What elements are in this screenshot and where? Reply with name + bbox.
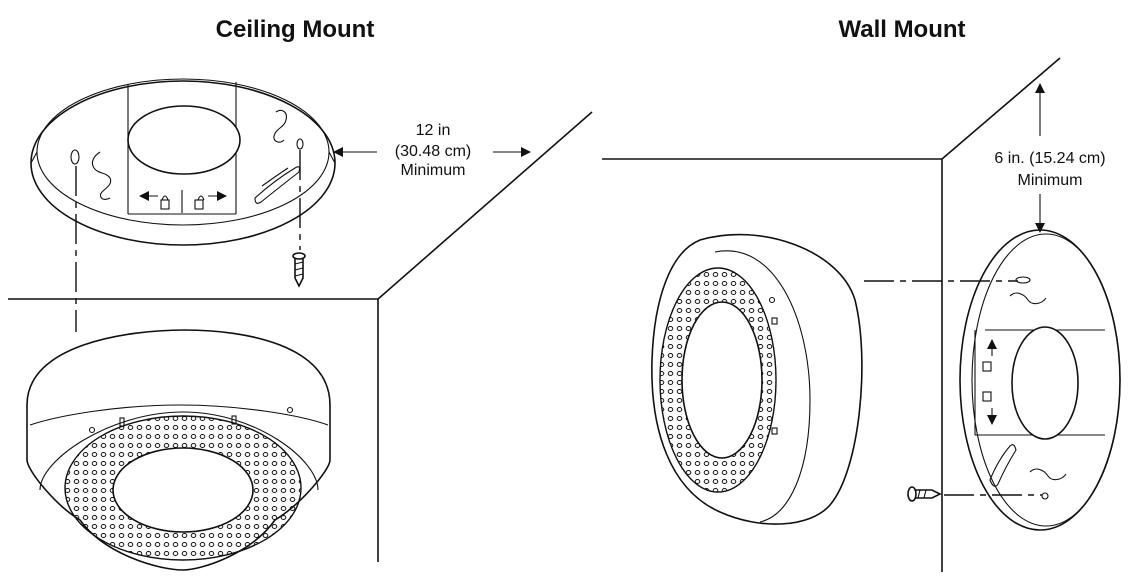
wall-clearance-callout: 6 in. (15.24 cm) Minimum	[994, 83, 1106, 233]
wall-clearance-line-1: 6 in. (15.24 cm)	[994, 150, 1105, 167]
wall-mounting-plate	[959, 229, 1121, 531]
ceiling-mount-title: Ceiling Mount	[216, 16, 375, 43]
wall-smoke-detector	[651, 233, 863, 525]
wall-room-corner	[602, 57, 1061, 572]
wall-clearance-line-2: Minimum	[1018, 172, 1083, 189]
ceiling-screw-icon	[292, 252, 306, 288]
ceiling-clearance-line-3: Minimum	[401, 162, 466, 179]
ceiling-clearance-line-1: 12 in	[416, 122, 451, 139]
ceiling-clearance-callout: 12 in (30.48 cm) Minimum	[333, 122, 531, 179]
ceiling-clearance-line-2: (30.48 cm)	[395, 143, 471, 160]
ceiling-mounting-plate	[30, 78, 336, 246]
wall-mount-title: Wall Mount	[838, 16, 965, 43]
ceiling-room-corner	[8, 111, 593, 562]
wall-screw-icon	[907, 486, 942, 502]
ceiling-smoke-detector	[26, 329, 331, 571]
